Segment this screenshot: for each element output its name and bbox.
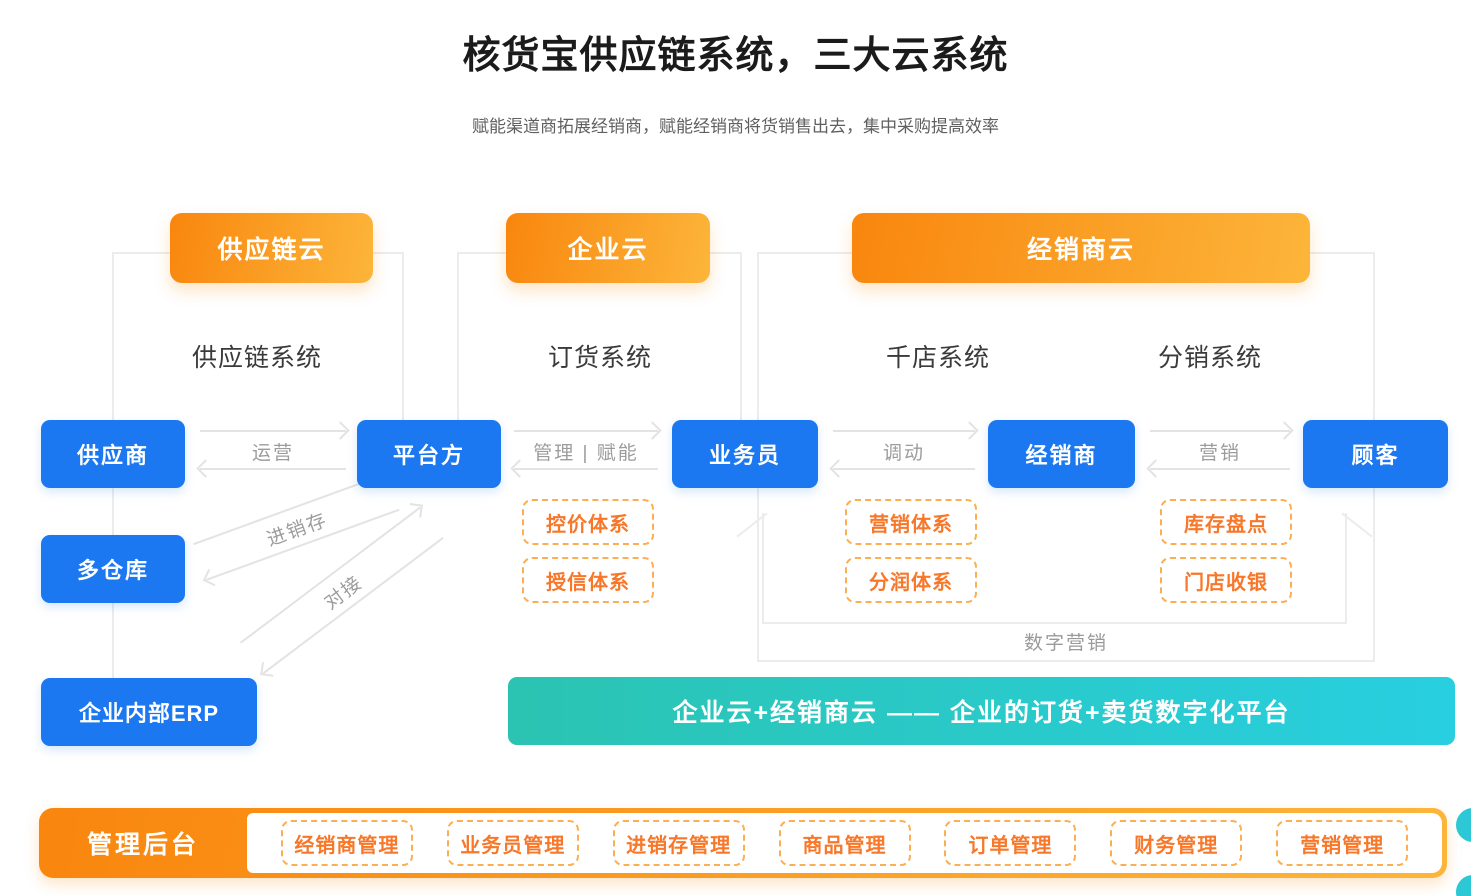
system-label-supply-chain: 供应链系统 <box>191 344 322 372</box>
arrow-line <box>1150 421 1294 440</box>
arrow-line <box>833 421 979 440</box>
arrow-line <box>829 459 975 478</box>
node-multi-warehouse: 多仓库 <box>41 535 185 603</box>
node-internal-erp: 企业内部ERP <box>41 678 257 746</box>
node-salesman: 业务员 <box>672 420 818 488</box>
digital-marketing-bracket-left <box>762 513 764 624</box>
admin-module-inventory-mgmt[interactable]: 进销存管理 <box>612 820 745 866</box>
capability-stock-taking: 库存盘点 <box>1160 499 1292 545</box>
flow-operation: 运营 <box>196 421 350 478</box>
system-label-thousand-stores: 千店系统 <box>885 344 990 372</box>
arrow-line <box>200 421 350 440</box>
node-platform: 平台方 <box>357 420 501 488</box>
arrow-left-icon <box>260 662 275 677</box>
capability-price-control: 控价体系 <box>522 499 654 545</box>
page-title: 核货宝供应链系统，三大云系统 <box>462 35 1009 77</box>
arrow-line <box>510 459 658 478</box>
system-label-ordering: 订货系统 <box>547 344 652 372</box>
arrow-right-icon <box>331 421 350 440</box>
system-label-distribution: 分销系统 <box>1157 344 1262 372</box>
admin-module-finance-mgmt[interactable]: 财务管理 <box>1110 820 1243 866</box>
arrow-line <box>1146 459 1290 478</box>
capability-marketing-system: 营销体系 <box>845 499 977 545</box>
floating-service-icon[interactable] <box>1456 808 1471 842</box>
badge-supply-chain-cloud: 供应链云 <box>170 213 373 283</box>
digital-marketing-label: 数字营销 <box>1023 633 1108 654</box>
capability-store-cashier: 门店收银 <box>1160 557 1292 603</box>
badge-enterprise-cloud: 企业云 <box>506 213 710 283</box>
page-subtitle: 赋能渠道商拓展经销商，赋能经销商将货销售出去，集中采购提高效率 <box>472 117 999 136</box>
admin-module-product-mgmt[interactable]: 商品管理 <box>778 820 911 866</box>
admin-module-marketing-mgmt[interactable]: 营销管理 <box>1276 820 1409 866</box>
admin-module-salesman-mgmt[interactable]: 业务员管理 <box>446 820 579 866</box>
node-customer: 顾客 <box>1303 420 1448 488</box>
floating-service-icon[interactable] <box>1456 875 1471 896</box>
flow-manage-enable: 管理 | 赋能 <box>510 421 662 478</box>
arrow-line <box>514 421 662 440</box>
capability-credit: 授信体系 <box>522 557 654 603</box>
flow-dispatch: 调动 <box>829 421 979 478</box>
node-supplier: 供应商 <box>41 420 185 488</box>
arrow-right-icon <box>643 421 662 440</box>
panel-enterprise-right-border <box>740 252 742 420</box>
capability-profit-sharing: 分润体系 <box>845 557 977 603</box>
badge-distributor-cloud: 经销商云 <box>852 213 1310 283</box>
admin-backend-bar: 管理后台 经销商管理 业务员管理 进销存管理 商品管理 订单管理 财务管理 营销… <box>39 808 1447 878</box>
arrow-line <box>196 459 346 478</box>
digital-marketing-bracket-right <box>1345 513 1347 624</box>
admin-backend-label: 管理后台 <box>86 831 199 859</box>
admin-module-order-mgmt[interactable]: 订单管理 <box>944 820 1077 866</box>
panel-supply-chain-right-border <box>402 252 404 420</box>
node-distributor: 经销商 <box>988 420 1135 488</box>
panel-enterprise-left-border <box>457 252 459 420</box>
digital-marketing-bracket-bottom <box>762 622 1347 624</box>
admin-modules-strip: 经销商管理 业务员管理 进销存管理 商品管理 订单管理 财务管理 营销管理 <box>247 813 1442 873</box>
admin-module-distributor-mgmt[interactable]: 经销商管理 <box>280 820 413 866</box>
flow-marketing: 营销 <box>1146 421 1294 478</box>
summary-banner: 企业云+经销商云 —— 企业的订货+卖货数字化平台 <box>508 677 1455 745</box>
